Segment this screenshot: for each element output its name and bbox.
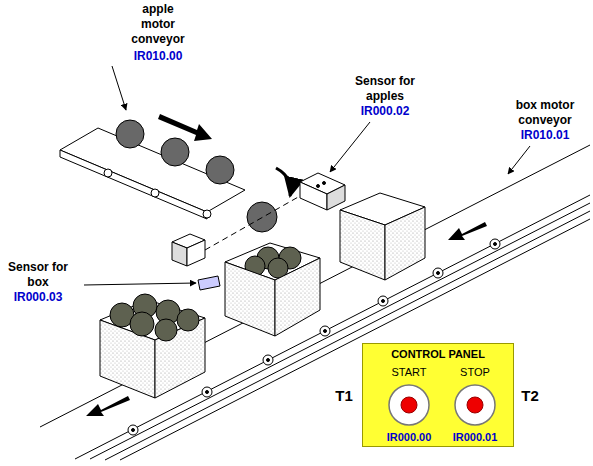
part-name: apple motor conveyor [128,2,188,47]
signal-address: IR000.01 [453,431,498,444]
button-cap [401,397,417,413]
button-caption: START [391,366,426,379]
button-symbol [453,383,497,427]
box-conveyor [40,145,590,460]
signal-address: IR010.00 [113,49,203,64]
empty-box [340,193,425,280]
leader-line [84,66,530,285]
box-sensor [198,276,220,290]
direction-arrow [448,222,487,240]
terminal-label: T1 [329,387,359,405]
part-name: Sensor for box [3,260,73,290]
part-name: Sensor for apples [345,74,425,104]
apple-emitter [172,234,205,266]
light-beam [205,196,300,250]
fall-arrow [276,168,291,196]
full-box [100,294,205,398]
signal-address: IR010.01 [500,128,590,143]
control-panel: CONTROL PANEL START IR000.00 STOP IR000.01 [362,343,514,447]
button-ring [389,385,429,425]
direction-arrow [86,396,130,416]
button-symbol [387,383,431,427]
signal-address: IR000.00 [387,431,432,444]
push-button: START IR000.00 [377,366,441,444]
apple-conveyor [60,120,277,232]
push-button: STOP IR000.01 [443,366,507,444]
signal-address: IR000.03 [2,290,74,305]
part-name: box motor conveyor [508,98,583,128]
button-ring [455,385,495,425]
direction-arrow [158,114,212,141]
panel-title: CONTROL PANEL [391,348,485,361]
signal-address: IR000.02 [340,104,430,119]
filling-box [225,243,320,336]
terminal-label: T2 [515,387,545,405]
button-caption: STOP [460,366,490,379]
button-cap [467,397,483,413]
apple-sensor [300,173,345,210]
